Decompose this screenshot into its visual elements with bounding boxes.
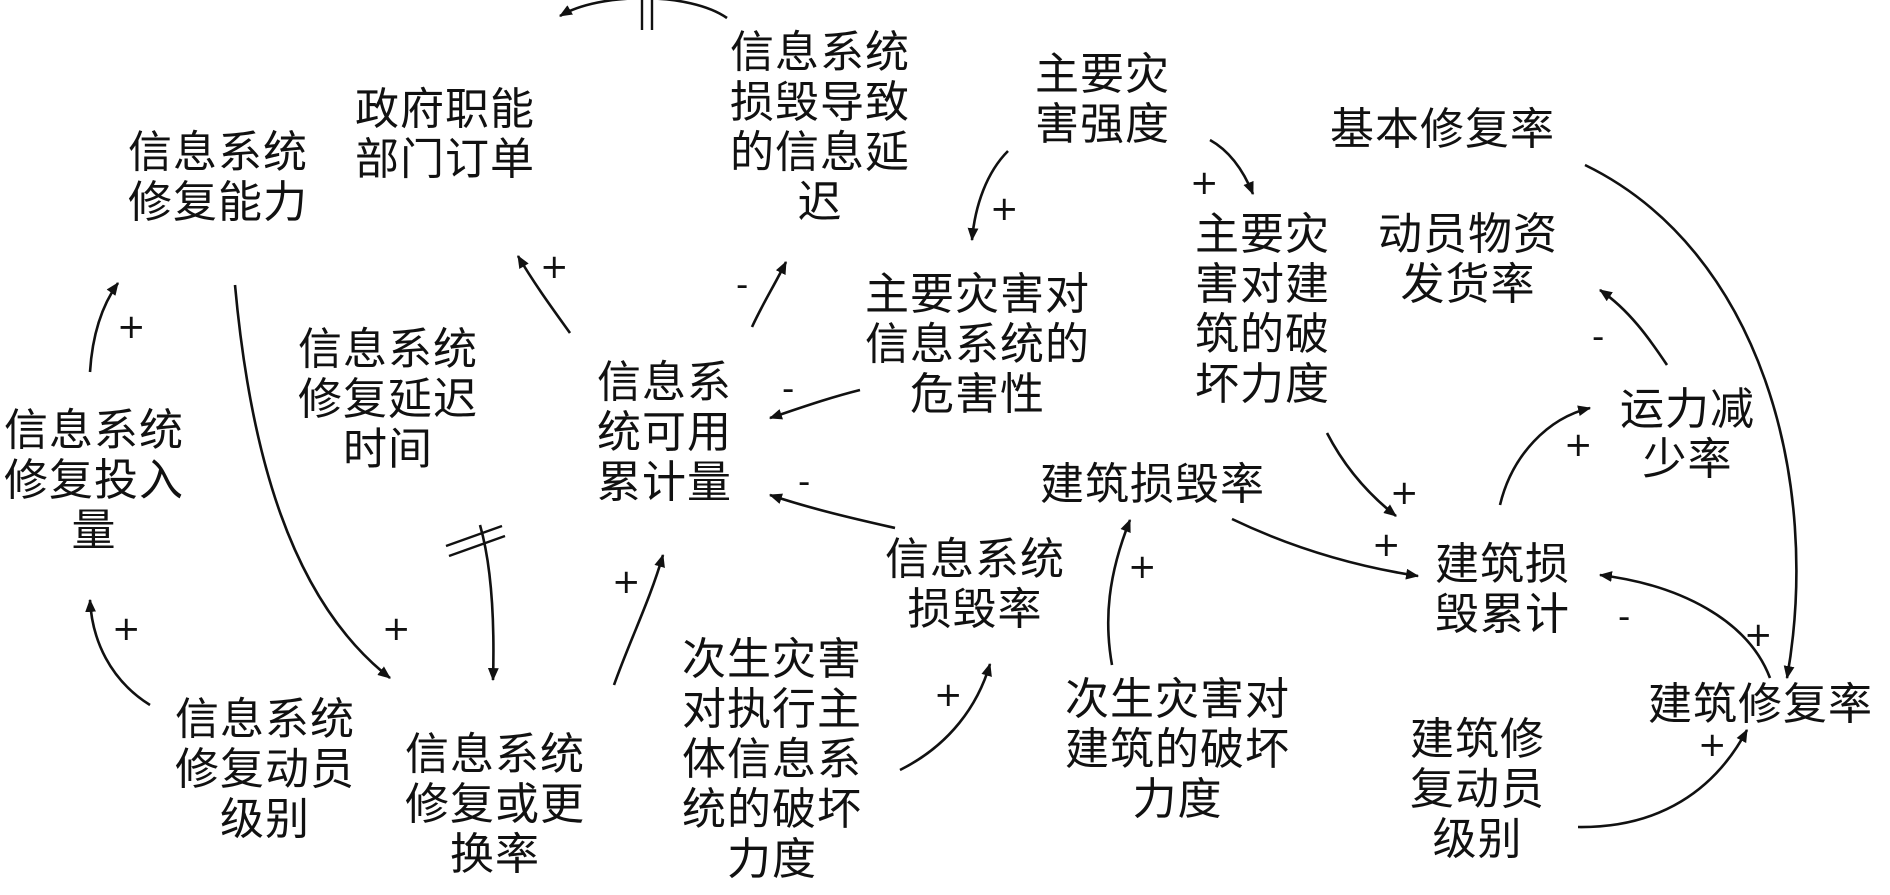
- arrow-damage-rate-to-cumulative: [1231, 517, 1420, 580]
- arrow-replace-to-available: [612, 553, 665, 686]
- delay-mark: [445, 524, 503, 548]
- node-building-damage-cumulative: 建筑损 毁累计: [1435, 539, 1570, 640]
- delay-mark: [448, 534, 506, 558]
- node-main-disaster-intensity: 主要灾 害强度: [1035, 49, 1170, 150]
- polarity-sign: +: [1744, 615, 1773, 655]
- arrow-info-delay-to-gov-order: [559, 0, 728, 20]
- polarity-sign: +: [382, 609, 411, 649]
- arrow-available-to-gov-order: [516, 255, 572, 334]
- arrow-mobilization-to-input: [85, 598, 151, 707]
- node-info-available-cumulative: 信息系 统可用 累计量: [597, 357, 732, 508]
- polarity-sign: -: [782, 369, 795, 409]
- node-info-repair-capacity: 信息系统 修复能力: [128, 127, 308, 228]
- arrow-repair-mobilization-to-repair-rate: [1577, 729, 1749, 829]
- polarity-sign: +: [540, 247, 569, 287]
- polarity-sign: +: [112, 609, 141, 649]
- node-info-loss-delay: 信息系统 损毁导致 的信息延 迟: [730, 27, 910, 228]
- node-info-repair-input: 信息系统 修复投入 量: [4, 405, 184, 556]
- arrow-secondary-building-to-damage-rate: [1106, 518, 1132, 666]
- polarity-sign: +: [934, 675, 963, 715]
- polarity-sign: +: [117, 307, 146, 347]
- polarity-sign: +: [1390, 473, 1419, 513]
- polarity-sign: +: [1190, 163, 1219, 203]
- node-building-damage-rate: 建筑损毁率: [1040, 459, 1265, 510]
- polarity-sign: +: [990, 189, 1019, 229]
- node-info-repair-replace-rate: 信息系统 修复或更 换率: [405, 729, 585, 880]
- polarity-sign: -: [736, 265, 749, 305]
- node-info-damage-rate: 信息系统 损毁率: [885, 534, 1065, 635]
- arrow-main-building-to-cumulative: [1325, 432, 1397, 518]
- arrow-delay-time-to-replace: [478, 524, 499, 682]
- node-basic-repair-rate: 基本修复率: [1330, 104, 1555, 155]
- arrow-hazard-to-available: [768, 388, 861, 420]
- polarity-sign: -: [1592, 317, 1605, 357]
- arrow-cumulative-to-transport: [1498, 405, 1592, 506]
- polarity-sign: +: [1564, 425, 1593, 465]
- arrow-available-to-info-delay: [750, 261, 788, 328]
- arrow-transport-to-shipping: [1599, 288, 1669, 366]
- polarity-sign: -: [798, 462, 811, 502]
- node-main-disaster-info-hazard: 主要灾害对 信息系统的 危害性: [865, 269, 1090, 420]
- polarity-sign: +: [612, 562, 641, 602]
- node-building-repair-rate: 建筑修复率: [1648, 679, 1873, 730]
- polarity-sign: +: [1372, 525, 1401, 565]
- node-material-shipping-rate: 动员物资 发货率: [1378, 209, 1558, 310]
- arrow-damage-rate-to-available: [768, 493, 896, 530]
- arrow-intensity-to-hazard: [967, 150, 1009, 242]
- arrow-intensity-to-building-damage: [1209, 138, 1255, 196]
- arrow-secondary-executor-to-info-damage: [899, 662, 992, 772]
- node-building-repair-mobilization-level: 建筑修 复动员 级别: [1410, 714, 1545, 865]
- polarity-sign: +: [1128, 547, 1157, 587]
- node-info-repair-delay-time: 信息系统 修复延迟 时间: [298, 324, 478, 475]
- node-secondary-executor-info-damage: 次生灾害 对执行主 体信息系 统的破坏 力度: [682, 634, 862, 885]
- node-main-disaster-building-damage: 主要灾 害对建 筑的破 坏力度: [1195, 209, 1330, 410]
- arrow-basic-to-repair-rate: [1584, 163, 1798, 680]
- polarity-sign: -: [1618, 597, 1631, 637]
- node-secondary-building-damage: 次生灾害对 建筑的破坏 力度: [1065, 674, 1290, 825]
- node-gov-order: 政府职能 部门订单: [355, 84, 535, 185]
- node-info-repair-mobilization-level: 信息系统 修复动员 级别: [175, 694, 355, 845]
- polarity-sign: +: [1698, 725, 1727, 765]
- arrow-input-to-capacity: [88, 282, 120, 373]
- node-transport-reduction-rate: 运力减 少率: [1620, 384, 1755, 485]
- arrow-repair-rate-to-cumulative: [1598, 571, 1772, 679]
- arrow-capacity-to-replace: [233, 284, 391, 680]
